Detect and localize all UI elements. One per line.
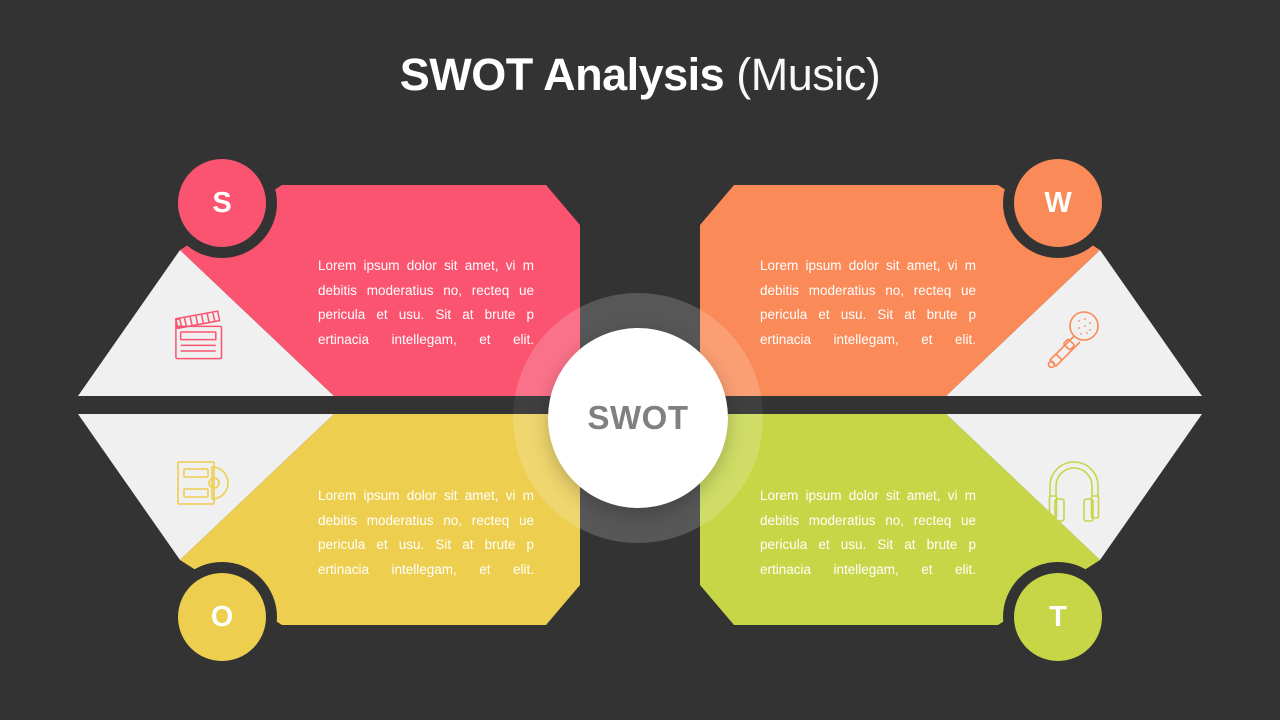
badge-opportunity[interactable]: O: [178, 573, 266, 661]
badge-weakness[interactable]: W: [1014, 159, 1102, 247]
page-title: SWOT Analysis (Music): [0, 46, 1280, 104]
threat-body-text: Lorem ipsum dolor sit amet, vi m debitis…: [760, 488, 976, 577]
center-label: SWOT: [587, 399, 689, 436]
center-circle[interactable]: SWOT: [548, 328, 728, 508]
badge-threat[interactable]: T: [1014, 573, 1102, 661]
weakness-panel-white: [946, 250, 1202, 396]
microphone-icon: [1047, 311, 1099, 369]
opportunity-body-text: Lorem ipsum dolor sit amet, vi m debitis…: [318, 488, 534, 577]
badge-opportunity-letter: O: [210, 600, 234, 633]
page-title-light: (Music): [736, 49, 881, 100]
badge-strength[interactable]: S: [178, 159, 266, 247]
badge-strength-letter: S: [212, 186, 232, 219]
page-title-bold: SWOT Analysis: [399, 49, 725, 100]
weakness-body-text: Lorem ipsum dolor sit amet, vi m debitis…: [760, 258, 976, 347]
headphones-icon: [1048, 461, 1100, 522]
threat-panel-color: [700, 414, 1100, 625]
threat-panel-white: [946, 414, 1202, 560]
strength-body-text: Lorem ipsum dolor sit amet, vi m debitis…: [318, 258, 534, 347]
cd-disc-icon: [177, 461, 229, 505]
opportunity-panel-white: [78, 414, 334, 560]
opportunity-panel-color: [180, 414, 580, 625]
strength-panel-color: [180, 185, 580, 396]
badge-weakness-letter: W: [1044, 186, 1072, 219]
weakness-panel-color: [700, 185, 1100, 396]
clapperboard-icon: [174, 310, 223, 360]
badge-threat-letter: T: [1049, 600, 1067, 633]
